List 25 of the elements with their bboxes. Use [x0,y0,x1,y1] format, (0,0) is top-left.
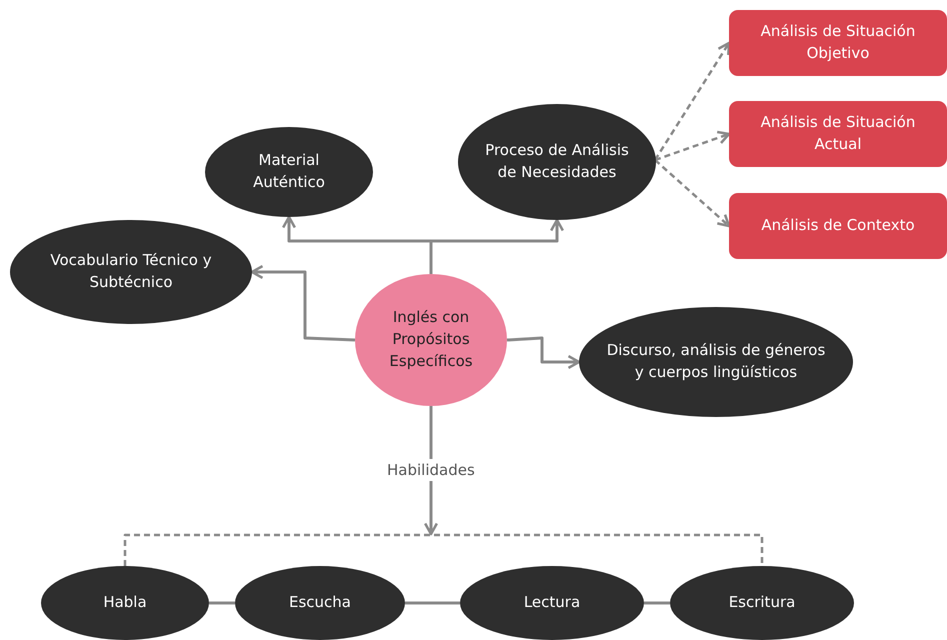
connector-line [405,602,460,604]
analysis-box [729,10,947,76]
node-label: Análisis de Contexto [761,215,915,236]
node-label: Vocabulario Técnico y Subtécnico [49,250,213,293]
arrow [430,218,564,274]
node-label: Proceso de Análisis de Necesidades [484,140,630,183]
connector-line [209,602,235,604]
node-label: Discurso, análisis de géneros y cuerpos lingüísticos [606,340,826,383]
analysis-box [729,101,947,167]
node-label: Habla [103,592,147,614]
node-label: Lectura [524,592,580,614]
connector-line [644,602,670,604]
node-label: Análisis de Situación Actual [760,112,916,155]
bracket-line [124,534,764,566]
analysis-box [729,193,947,259]
arrow [250,264,356,342]
arrow [506,336,580,370]
node-label: Análisis de Situación Objetivo [760,21,916,64]
arrow [654,159,730,228]
node-label: Escritura [728,592,796,614]
node-label: Inglés con Propósitos Específicos [388,307,474,372]
node-label: Material Auténtico [252,150,326,193]
node-label: Escucha [289,592,351,614]
arrow [654,130,730,162]
arrow [654,42,730,161]
